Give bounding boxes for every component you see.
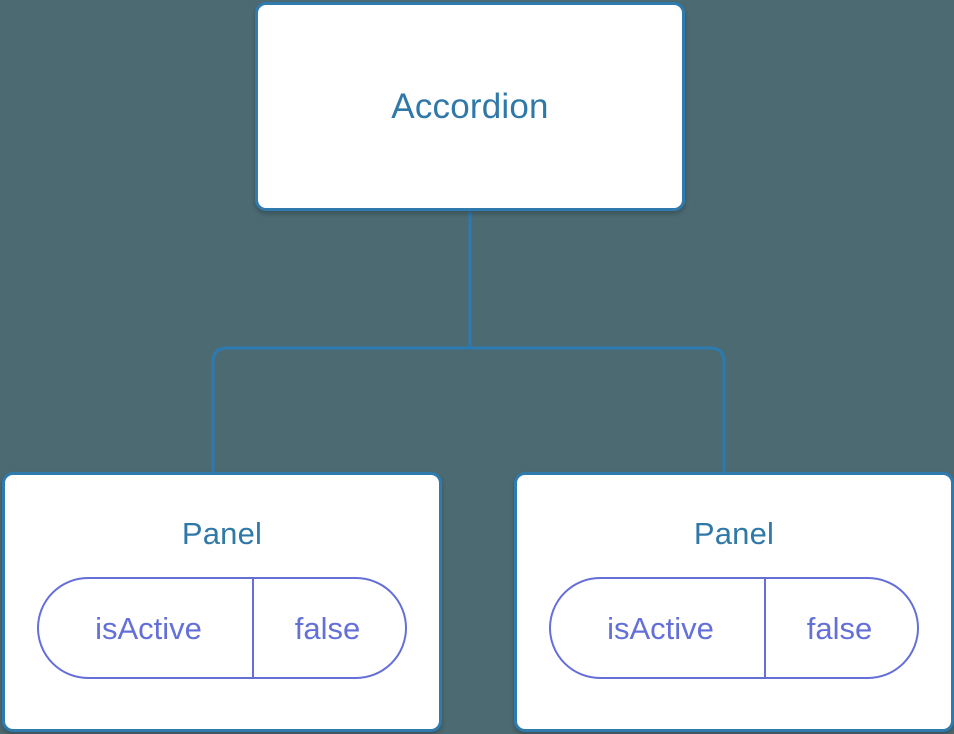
node-title: Accordion — [391, 87, 549, 126]
prop-pill-isactive[interactable]: isActive false — [549, 577, 919, 679]
edge-root-to-panel-0 — [211, 346, 470, 474]
node-title: Panel — [693, 516, 775, 551]
node-panel[interactable]: Panel isActive false — [514, 472, 954, 732]
prop-key: isActive — [607, 610, 714, 646]
node-panel[interactable]: Panel isActive false — [2, 472, 442, 732]
prop-value: false — [252, 579, 405, 677]
prop-value: false — [764, 579, 917, 677]
edge-root-to-panel-1 — [470, 346, 726, 474]
prop-pill-isactive[interactable]: isActive false — [37, 577, 407, 679]
prop-key: isActive — [95, 610, 202, 646]
node-accordion[interactable]: Accordion — [255, 2, 685, 211]
node-title: Panel — [181, 516, 263, 551]
